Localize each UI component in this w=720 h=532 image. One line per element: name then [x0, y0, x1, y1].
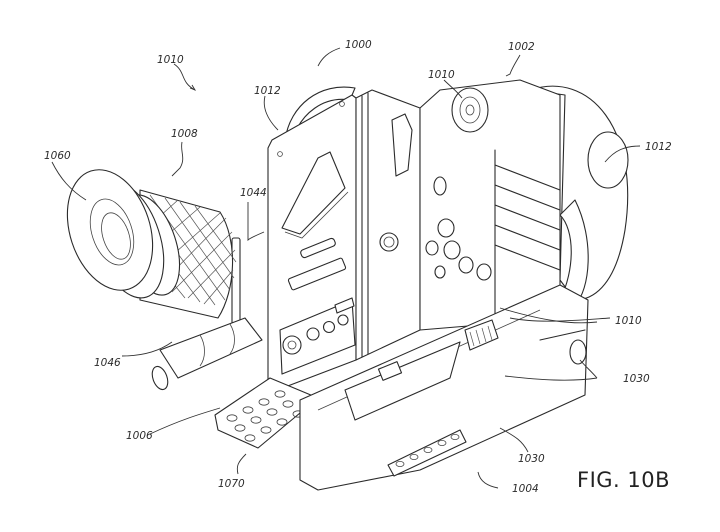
- label-1030-bottom: 1030: [518, 453, 545, 465]
- label-1002: 1002: [508, 41, 535, 53]
- label-1012-right: 1012: [645, 141, 672, 153]
- label-1004: 1004: [512, 483, 539, 495]
- label-1044: 1044: [240, 187, 267, 199]
- label-1006: 1006: [126, 430, 153, 442]
- label-1010-top: 1010: [157, 54, 184, 66]
- handle-module: [419, 79, 629, 331]
- label-1000: 1000: [345, 39, 372, 51]
- figure-title: FIG. 10B: [577, 468, 670, 492]
- base-module: [299, 284, 589, 491]
- viewfinder: [66, 169, 319, 449]
- label-1070: 1070: [218, 478, 245, 490]
- leader-lines: [51, 47, 641, 489]
- label-1010-handle: 1010: [428, 69, 455, 81]
- label-1030-right: 1030: [623, 373, 650, 385]
- reference-labels: 1010 1008 1060 1012 1000 1044 1002 1010 …: [44, 39, 672, 495]
- label-1012-left: 1012: [254, 85, 281, 97]
- label-1008: 1008: [171, 128, 198, 140]
- label-1010-right: 1010: [615, 315, 642, 327]
- camera-body: [231, 86, 421, 393]
- label-1046: 1046: [94, 357, 121, 369]
- label-1060: 1060: [44, 150, 71, 162]
